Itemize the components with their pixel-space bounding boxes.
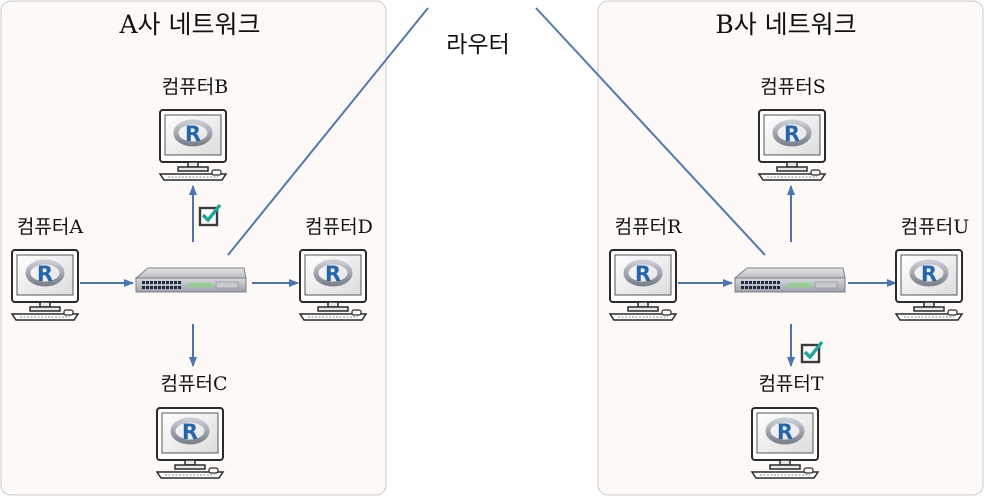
computer-b-label: 컴퓨터B — [162, 76, 228, 98]
network-b-title: B사 네트워크 — [715, 10, 856, 39]
computer-s-label: 컴퓨터S — [760, 76, 825, 98]
router-link-a — [227, 7, 429, 256]
switch-icon-a — [135, 267, 247, 293]
computer-c-label: 컴퓨터C — [161, 373, 228, 395]
computer-t-label: 컴퓨터T — [758, 373, 823, 395]
network-a-title: A사 네트워크 — [118, 10, 260, 39]
router-label: 라우터 — [446, 32, 509, 58]
network-panel-b — [597, 0, 984, 496]
computer-a-label: 컴퓨터A — [17, 216, 83, 238]
router-link-b — [535, 7, 766, 256]
network-panel-a — [0, 0, 387, 496]
computer-r-label: 컴퓨터R — [615, 216, 682, 238]
computer-d-label: 컴퓨터D — [305, 216, 373, 238]
computer-u-label: 컴퓨터U — [901, 216, 969, 238]
checkbox-checked-icon-a — [198, 203, 222, 227]
switch-icon-b — [734, 267, 846, 293]
checkbox-checked-icon-b — [800, 340, 824, 364]
